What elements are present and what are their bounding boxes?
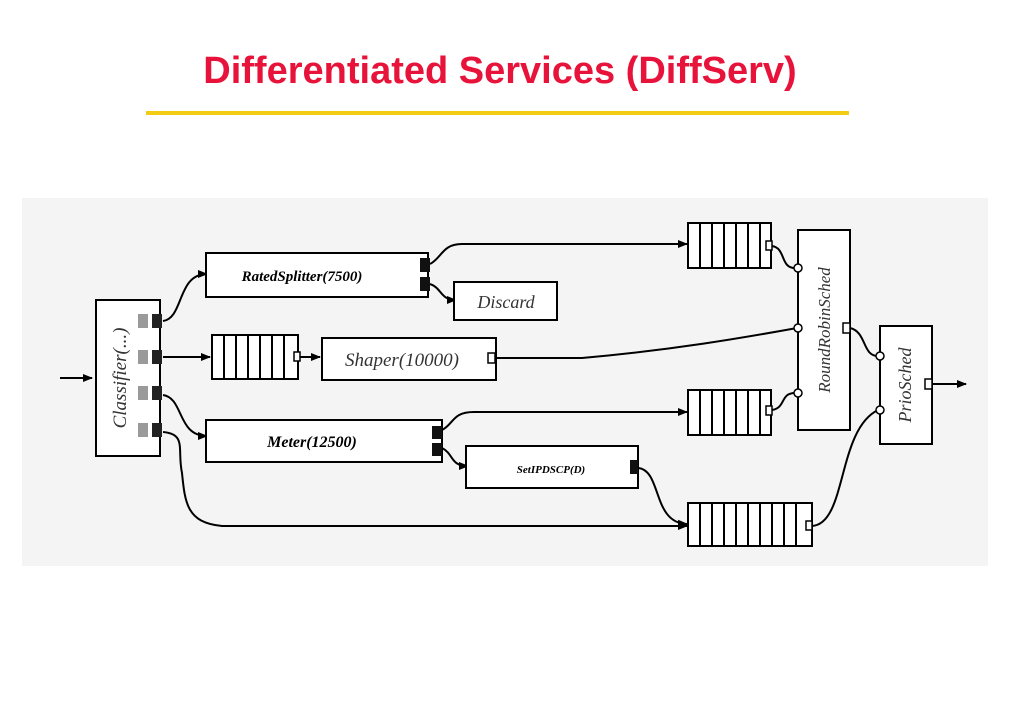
queue-2 <box>211 334 301 380</box>
classifier-port-3 <box>138 386 148 400</box>
queue-4 <box>687 502 813 547</box>
wire-classifier-queue4 <box>162 431 688 530</box>
shaper-label: Shaper(10000) <box>345 350 459 371</box>
classifier-port-4 <box>138 423 148 437</box>
wire-shaper-rr <box>497 327 798 359</box>
set-dscp-label: SetIPDSCP(D) <box>517 464 585 476</box>
meter-element: Meter(12500) <box>205 419 443 463</box>
round-robin-label: RoundRobinSched <box>815 267 834 394</box>
slide-title: Differentiated Services (DiffServ) <box>203 50 797 92</box>
wire-splitter-discard <box>429 283 457 304</box>
wire-splitter-queue1 <box>429 240 688 265</box>
wire-rr-prio <box>849 327 879 357</box>
set-dscp-element: SetIPDSCP(D) <box>465 445 639 489</box>
wire-meter-setdscp <box>441 447 469 470</box>
discard-label: Discard <box>476 292 535 312</box>
wire-queue4-prio <box>811 409 879 527</box>
queue-1 <box>687 222 773 269</box>
diffserv-diagram: Classifier(...) RatedSplitter(7500) Disc… <box>22 198 988 566</box>
classifier-port-2 <box>138 350 148 364</box>
classifier-element: Classifier(...) <box>95 299 162 457</box>
rated-splitter-element: RatedSplitter(7500) <box>205 252 430 298</box>
wire-classifier-meter <box>162 394 208 440</box>
prio-sched-element: PrioSched <box>875 325 933 445</box>
prio-sched-label: PrioSched <box>895 347 915 424</box>
rated-splitter-label: RatedSplitter(7500) <box>241 269 363 285</box>
title-underline <box>146 111 849 115</box>
classifier-label: Classifier(...) <box>110 328 131 429</box>
discard-element: Discard <box>453 281 558 321</box>
wire-setdscp-queue4 <box>637 467 688 528</box>
connections <box>60 240 967 530</box>
classifier-port-1 <box>138 314 148 328</box>
queue-3 <box>687 389 773 436</box>
shaper-element: Shaper(10000) <box>321 337 497 381</box>
wire-queue1-rr <box>771 245 796 269</box>
round-robin-sched-element: RoundRobinSched <box>793 229 851 431</box>
wire-classifier-splitter <box>162 270 208 322</box>
wire-queue3-rr <box>771 392 796 411</box>
wire-meter-queue3 <box>441 408 688 431</box>
meter-label: Meter(12500) <box>266 434 357 451</box>
